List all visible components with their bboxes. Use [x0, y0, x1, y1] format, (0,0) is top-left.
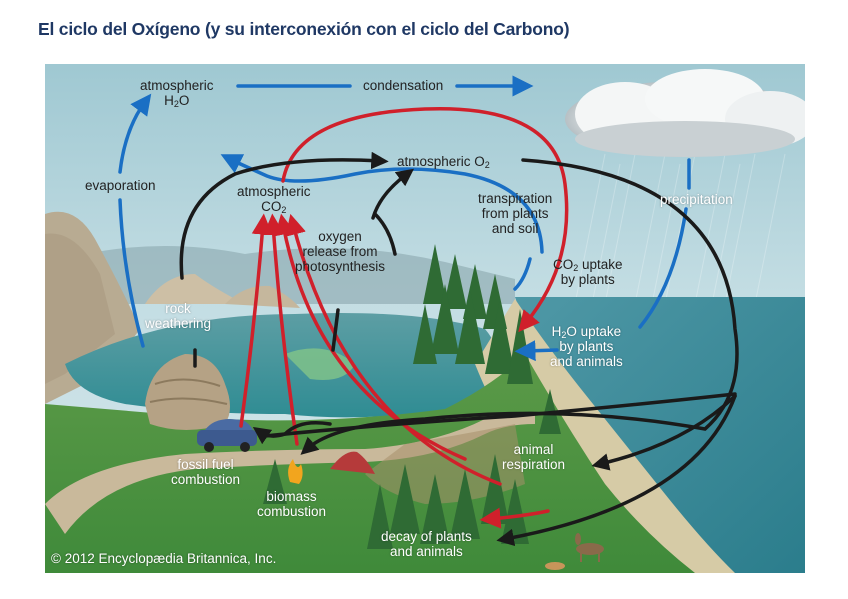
label-line: photosynthesis [295, 259, 386, 274]
label-line: transpiration [478, 191, 553, 206]
label-line: rock [165, 301, 191, 316]
label-line: and animals [390, 544, 463, 559]
weathered-rock [145, 354, 230, 430]
label-line: H2O [140, 93, 214, 109]
cloud [565, 69, 805, 157]
animal-respiration-arrow [285, 213, 502, 486]
evaporation-arrow-up [118, 93, 152, 174]
decay-to-litter-arrow [479, 507, 550, 529]
deer [575, 533, 604, 562]
text: uptake [578, 257, 623, 272]
label-line: animal [513, 442, 554, 457]
photosynthesis-arrow-branch [373, 212, 397, 256]
text: H [164, 93, 174, 108]
precipitation-arrow [638, 207, 688, 329]
subscript: 2 [173, 99, 179, 109]
oxygen-cycle-diagram: atmospheric H2O condensation atmospheric… [45, 64, 805, 573]
label-line: CO2 [237, 199, 311, 215]
road [45, 412, 535, 534]
label-oxygen-release: oxygen release from photosynthesis [295, 229, 385, 274]
subscript: 2 [484, 160, 490, 170]
text: CO [261, 199, 282, 214]
oxygen-cycle-arrows [179, 151, 739, 547]
label-line: CO2 uptake [553, 257, 623, 273]
carbon-cycle-arrows [239, 106, 569, 529]
label-line: biomass [266, 489, 317, 504]
label-line: respiration [502, 457, 566, 472]
co2-uptake-arrow [281, 106, 569, 333]
transpiration-arrow-low [513, 257, 532, 291]
label-line: decay of plants [381, 529, 472, 544]
label-atmospheric-co2: atmospheric CO2 [237, 184, 311, 215]
tent [330, 451, 375, 474]
h2o-uptake-arrow [514, 340, 559, 362]
label-fossil-fuel-combustion: fossil fuel combustion [171, 457, 240, 487]
label-co2-uptake: CO2 uptake by plants [553, 257, 623, 287]
label-line: atmospheric [237, 184, 311, 199]
label-condensation: condensation [363, 78, 444, 93]
label-h2o-uptake: H2O uptake by plants and animals [550, 324, 623, 369]
o2-main-arrow [300, 158, 739, 455]
diagram-illustration [45, 64, 805, 573]
photosynthesis-from-algae [331, 308, 340, 352]
text: O uptake [566, 324, 622, 339]
evaporation-arrow-low [118, 198, 145, 348]
label-transpiration: transpiration from plants and soil [478, 191, 552, 236]
label-line: weathering [145, 316, 212, 331]
copyright-notice: © 2012 Encyclopædia Britannica, Inc. [51, 551, 277, 566]
label-precipitation: precipitation [660, 192, 733, 207]
label-evaporation: evaporation [85, 178, 156, 193]
label-line: release from [302, 244, 378, 259]
label-decay: decay of plants and animals [381, 529, 472, 559]
label-line: atmospheric [140, 78, 214, 93]
beach [475, 299, 735, 573]
label-line: and animals [550, 354, 623, 369]
subscript: 2 [573, 263, 579, 273]
label-line: from plants [481, 206, 549, 221]
label-atmospheric-o2: atmospheric O2 [397, 154, 490, 170]
text: CO [553, 257, 574, 272]
biomass-arrow [263, 213, 299, 446]
label-biomass-combustion: biomass combustion [257, 489, 326, 519]
decay-arrow [274, 213, 467, 461]
land [45, 354, 695, 573]
text: H [551, 324, 562, 339]
label-line: by plants [559, 339, 614, 354]
water-cycle-arrows [118, 75, 691, 362]
page-title: El ciclo del Oxígeno (y su interconexión… [38, 19, 570, 39]
text: O [178, 93, 190, 108]
label-line: oxygen [318, 229, 362, 244]
label-line: fossil fuel [177, 457, 234, 472]
label-line: by plants [560, 272, 615, 287]
label-line: combustion [257, 504, 327, 519]
label-line: and soil [491, 221, 539, 236]
car-arrow [252, 421, 332, 445]
decay-arrow-black [496, 394, 737, 547]
rain [574, 153, 786, 315]
label-line: H2O uptake [550, 324, 623, 340]
o2-to-car [263, 392, 737, 438]
rock-weathering-arrow [179, 151, 389, 280]
transpiration-arrow [220, 154, 544, 254]
text: atmospheric O [397, 154, 485, 169]
label-line: combustion [171, 472, 241, 487]
campfire [288, 459, 303, 484]
respiration-arrow [591, 394, 737, 471]
fossil-fuel-arrow [239, 213, 273, 428]
subscript: 2 [281, 205, 287, 215]
subscript: 2 [561, 330, 567, 340]
label-animal-respiration: animal respiration [502, 442, 565, 472]
label-rock-weathering: rock weathering [145, 301, 211, 331]
label-atmospheric-h2o: atmospheric H2O [140, 78, 214, 109]
rock-formation [145, 274, 245, 304]
